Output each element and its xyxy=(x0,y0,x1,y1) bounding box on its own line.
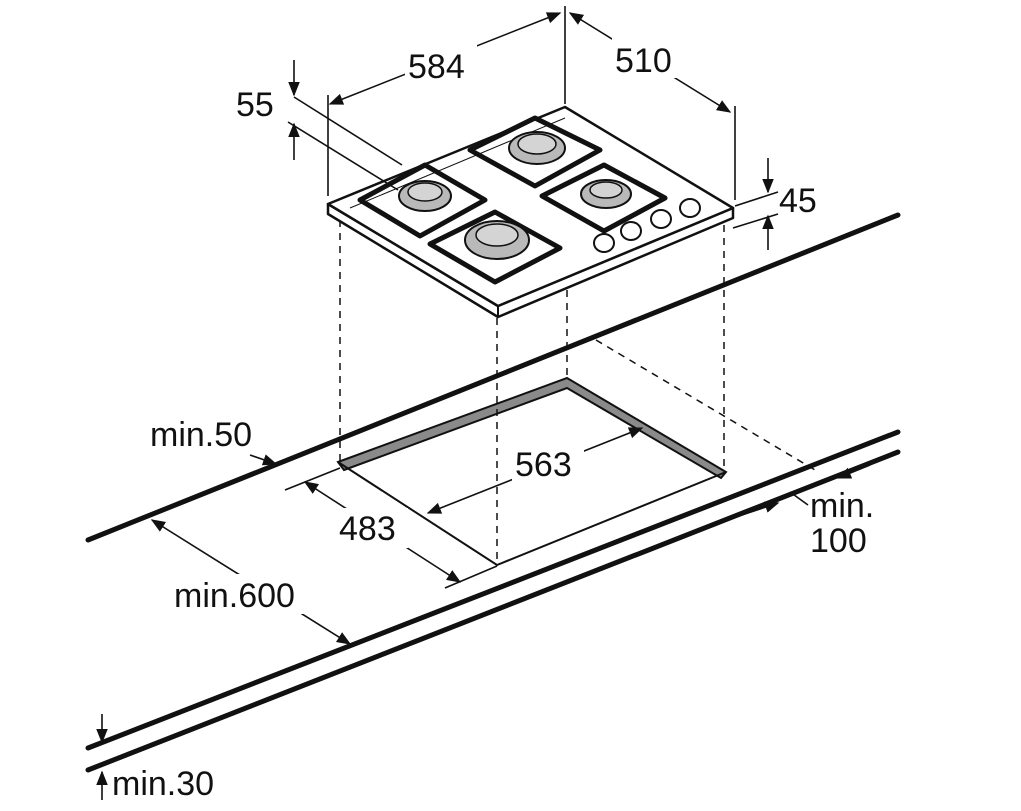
burner-front-left xyxy=(464,220,530,260)
control-knob-4 xyxy=(679,198,701,218)
label-cutout-depth: 483 xyxy=(339,510,396,548)
countertop-back-edge xyxy=(85,212,901,543)
label-hob-depth: 510 xyxy=(615,42,672,80)
dimension-labels: 584 510 55 45 563 483 min.50 min.600 min… xyxy=(112,38,874,803)
hob-top-surface xyxy=(326,105,735,308)
burner-back-right xyxy=(508,131,566,165)
countertop-front-edge-top xyxy=(85,429,901,751)
label-back-offset: 55 xyxy=(236,86,274,124)
burner-back-left xyxy=(398,180,452,212)
cutout-back-rim xyxy=(336,376,728,480)
label-min-thickness: min.30 xyxy=(112,765,214,803)
countertop xyxy=(85,212,901,773)
label-hob-width: 584 xyxy=(408,48,465,86)
label-min-front-line2: 100 xyxy=(810,522,867,560)
countertop-front-edge-bottom xyxy=(85,449,901,773)
control-knob-3 xyxy=(650,209,672,229)
label-hob-height: 45 xyxy=(779,182,817,220)
control-knob-2 xyxy=(620,221,642,241)
pan-support-front-left xyxy=(427,209,563,285)
burner-front-right xyxy=(580,179,632,209)
pan-support-back-left xyxy=(357,162,488,239)
label-cutout-width: 563 xyxy=(515,446,572,484)
dimension-lines xyxy=(96,6,871,800)
label-min-left: min.50 xyxy=(150,416,252,454)
label-min-depth: min.600 xyxy=(174,577,295,615)
control-knobs xyxy=(593,198,701,253)
pan-support-back-right xyxy=(467,115,603,189)
hob xyxy=(326,105,735,319)
pan-support-front-right xyxy=(539,162,668,234)
label-min-front-line1: min. xyxy=(810,487,874,525)
control-knob-1 xyxy=(593,233,615,253)
